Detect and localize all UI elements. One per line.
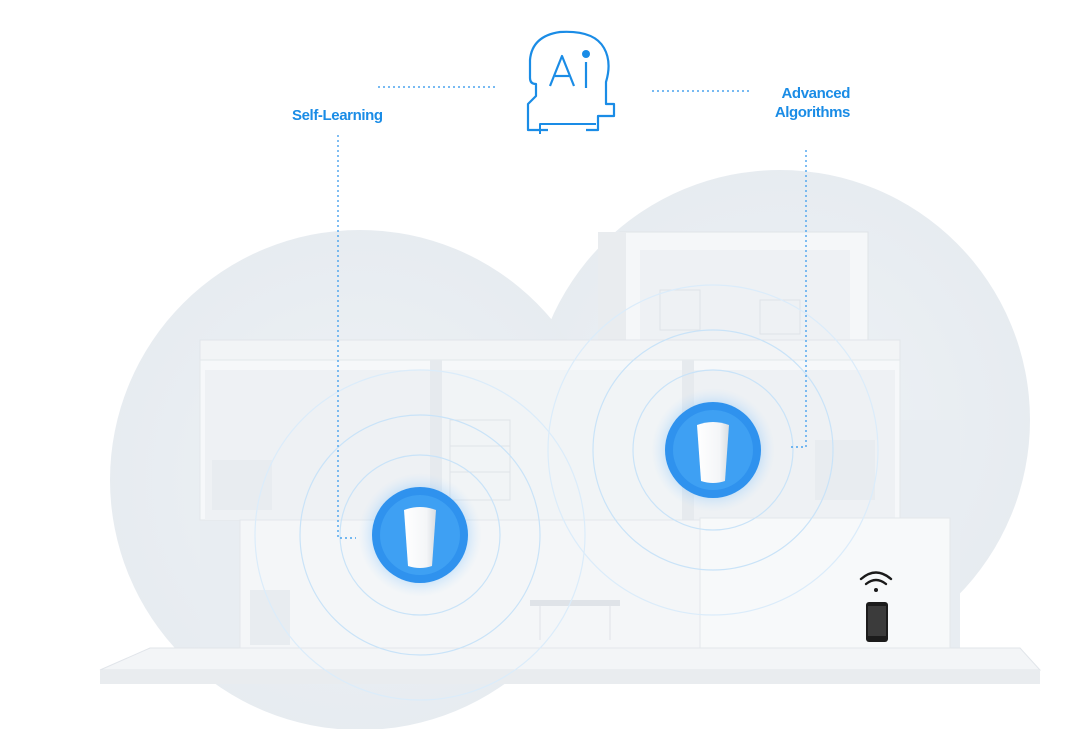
house-base [99,647,1042,684]
wifi-signal-icon [859,571,893,592]
self-learning-label: Self-Learning [292,107,383,124]
advanced-algorithms-label: Advanced Algorithms [740,84,851,122]
signal-waves [254,284,879,701]
smartphone-icon [866,602,888,642]
advanced-label-line1: Advanced [781,85,851,102]
router-right [651,388,775,512]
connector-lines [337,86,807,539]
main-floor [199,339,901,521]
ai-head-icon [526,30,616,134]
advanced-label-line2: Algorithms [774,104,851,121]
upper-room [598,231,869,354]
router-left [358,473,482,597]
